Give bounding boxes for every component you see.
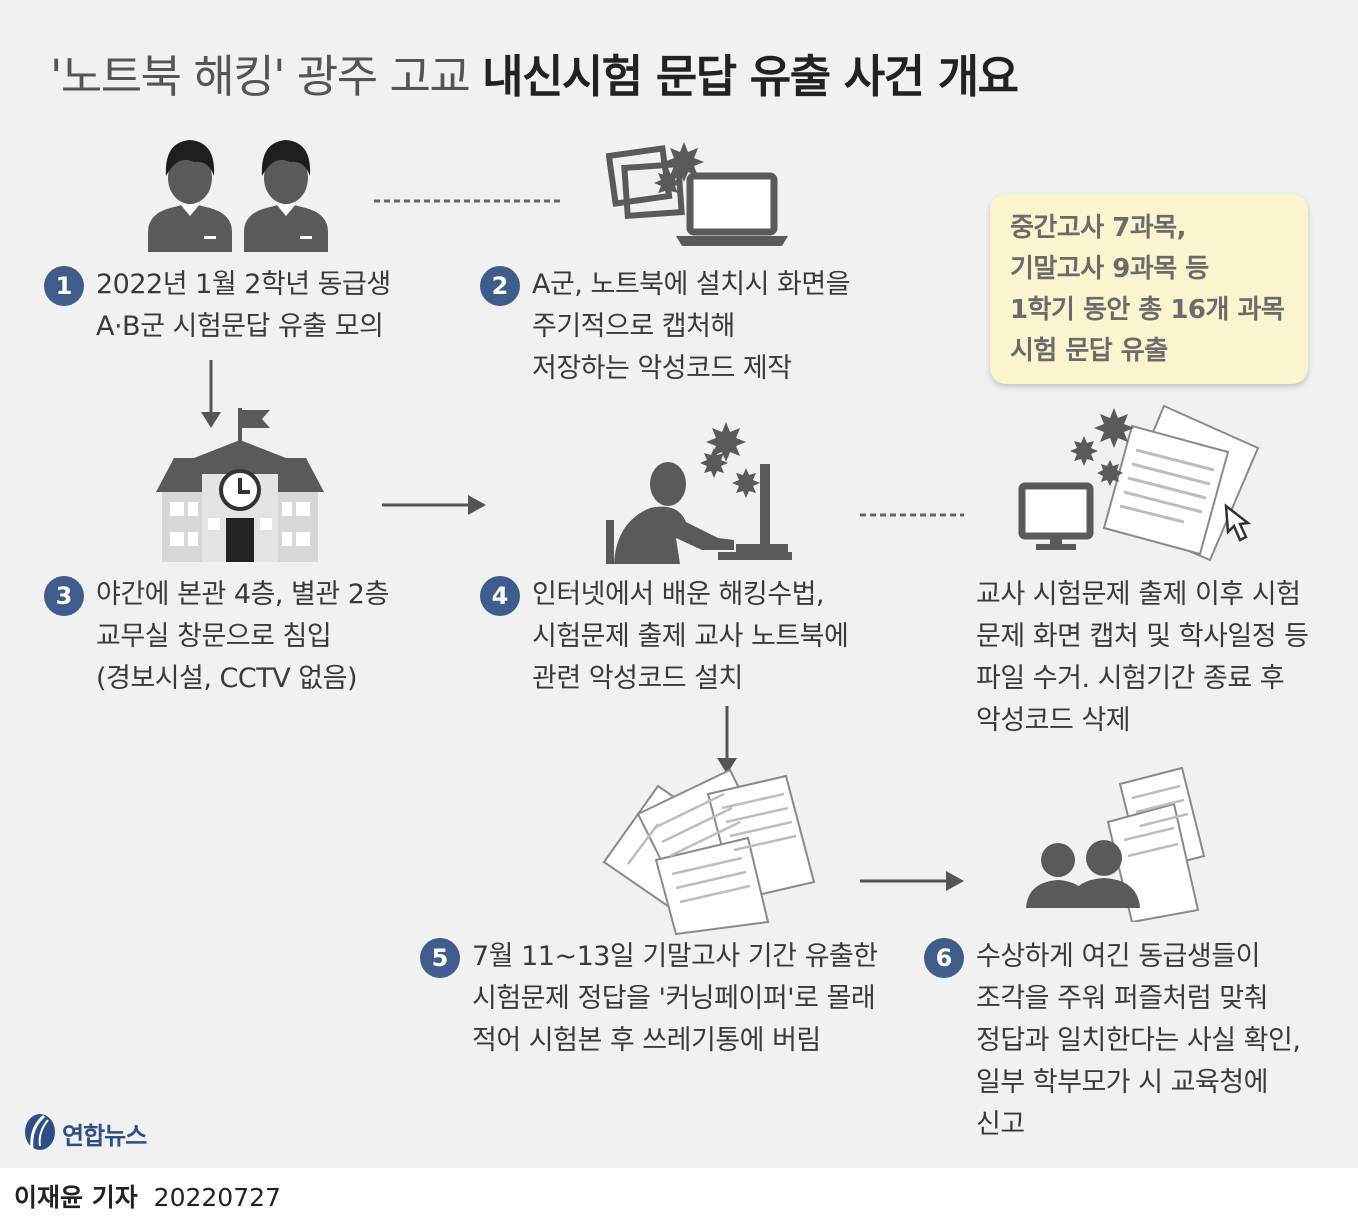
step-line: 교무실 창문으로 침입 bbox=[96, 621, 332, 652]
hacker-computer-icon bbox=[606, 422, 792, 564]
title-bold: 내신시험 문답 유출 사건 개요 bbox=[482, 50, 1019, 103]
step-text: 수상하게 여긴 동급생들이 조각을 주워 퍼즐처럼 맞춰 정답과 일치한다는 사… bbox=[976, 936, 1301, 1146]
school-building-icon bbox=[156, 408, 324, 562]
scattered-papers-icon bbox=[602, 768, 816, 936]
side-line: 악성코드 삭제 bbox=[976, 705, 1131, 736]
students-icon bbox=[148, 140, 328, 252]
note-text: 중간고사 7과목, 기말고사 9과목 등 1학기 동안 총 16개 과목 시험 … bbox=[1010, 208, 1285, 372]
step-line: 정답과 일치한다는 사실 확인, bbox=[976, 1025, 1301, 1056]
step-line: (경보시설, CCTV 없음) bbox=[96, 663, 358, 694]
step-line: A군, 노트북에 설치시 화면을 bbox=[532, 269, 851, 300]
step-number-badge: 5 bbox=[420, 938, 460, 978]
side-line: 문제 화면 캡처 및 학사일정 등 bbox=[976, 621, 1309, 652]
reporter-name: 이재윤 기자 bbox=[14, 1183, 138, 1212]
step-number-badge: 6 bbox=[924, 938, 964, 978]
footer: 이재윤 기자 20220727 bbox=[0, 1168, 1358, 1226]
laptop-virus-icon bbox=[606, 142, 788, 246]
brand-name: 연합뉴스 bbox=[62, 1122, 147, 1150]
arrow-right-icon bbox=[382, 495, 486, 515]
arrow-down-icon bbox=[201, 360, 221, 428]
step-number-badge: 4 bbox=[480, 576, 520, 616]
monitor-documents-icon bbox=[1018, 404, 1260, 562]
step-line: 적어 시험본 후 쓰레기통에 버림 bbox=[472, 1025, 821, 1056]
people-papers-icon bbox=[1026, 766, 1206, 922]
step-line: A·B군 시험문답 유출 모의 bbox=[96, 311, 384, 342]
step-line: 인터넷에서 배운 해킹수법, bbox=[532, 579, 825, 610]
step-line: 시험문제 정답을 '커닝페이퍼'로 몰래 bbox=[472, 983, 876, 1014]
side-line: 파일 수거. 시험기간 종료 후 bbox=[976, 663, 1285, 694]
step-line: 신고 bbox=[976, 1109, 1025, 1140]
note-line: 중간고사 7과목, bbox=[1010, 213, 1187, 243]
step-line: 수상하게 여긴 동급생들이 bbox=[976, 941, 1260, 972]
note-line: 1학기 동안 총 16개 과목 bbox=[1010, 295, 1285, 325]
step-line: 주기적으로 캡처해 bbox=[532, 311, 735, 342]
step-text: 7월 11~13일 기말고사 기간 유출한 시험문제 정답을 '커닝페이퍼'로 … bbox=[472, 936, 878, 1062]
arrow-right-icon bbox=[860, 871, 964, 891]
page-title: '노트북 해킹' 광주 고교 내신시험 문답 유출 사건 개요 bbox=[50, 40, 1019, 105]
side-line: 교사 시험문제 출제 이후 시험 bbox=[976, 579, 1301, 610]
note-line: 기말고사 9과목 등 bbox=[1010, 254, 1209, 284]
note-line: 시험 문답 유출 bbox=[1010, 336, 1168, 366]
side-description: 교사 시험문제 출제 이후 시험 문제 화면 캡처 및 학사일정 등 파일 수거… bbox=[976, 574, 1309, 742]
step-text: 2022년 1월 2학년 동급생 A·B군 시험문답 유출 모의 bbox=[96, 264, 391, 348]
dotted-connector bbox=[860, 513, 964, 517]
step-line: 일부 학부모가 시 교육청에 bbox=[976, 1067, 1269, 1098]
byline: 이재윤 기자 20220727 bbox=[14, 1178, 281, 1214]
step-number-badge: 2 bbox=[480, 266, 520, 306]
step-line: 관련 악성코드 설치 bbox=[532, 663, 743, 694]
step-line: 저장하는 악성코드 제작 bbox=[532, 353, 792, 384]
step-line: 2022년 1월 2학년 동급생 bbox=[96, 269, 391, 300]
step-text: 야간에 본관 4층, 별관 2층 교무실 창문으로 침입 (경보시설, CCTV… bbox=[96, 574, 389, 700]
arrow-down-icon bbox=[717, 706, 737, 774]
step-number-badge: 3 bbox=[44, 576, 84, 616]
step-text: A군, 노트북에 설치시 화면을 주기적으로 캡처해 저장하는 악성코드 제작 bbox=[532, 264, 851, 390]
yonhap-logo-icon bbox=[25, 1114, 55, 1150]
step-line: 조각을 주워 퍼즐처럼 맞춰 bbox=[976, 983, 1269, 1014]
step-number-badge: 1 bbox=[44, 266, 84, 306]
publish-date: 20220727 bbox=[153, 1183, 281, 1212]
summary-note: 중간고사 7과목, 기말고사 9과목 등 1학기 동안 총 16개 과목 시험 … bbox=[990, 194, 1308, 384]
dotted-connector bbox=[374, 199, 564, 203]
step-line: 야간에 본관 4층, 별관 2층 bbox=[96, 579, 389, 610]
title-light: '노트북 해킹' 광주 고교 bbox=[50, 50, 471, 103]
step-line: 시험문제 출제 교사 노트북에 bbox=[532, 621, 849, 652]
step-text: 인터넷에서 배운 해킹수법, 시험문제 출제 교사 노트북에 관련 악성코드 설… bbox=[532, 574, 849, 700]
step-line: 7월 11~13일 기말고사 기간 유출한 bbox=[472, 941, 878, 972]
